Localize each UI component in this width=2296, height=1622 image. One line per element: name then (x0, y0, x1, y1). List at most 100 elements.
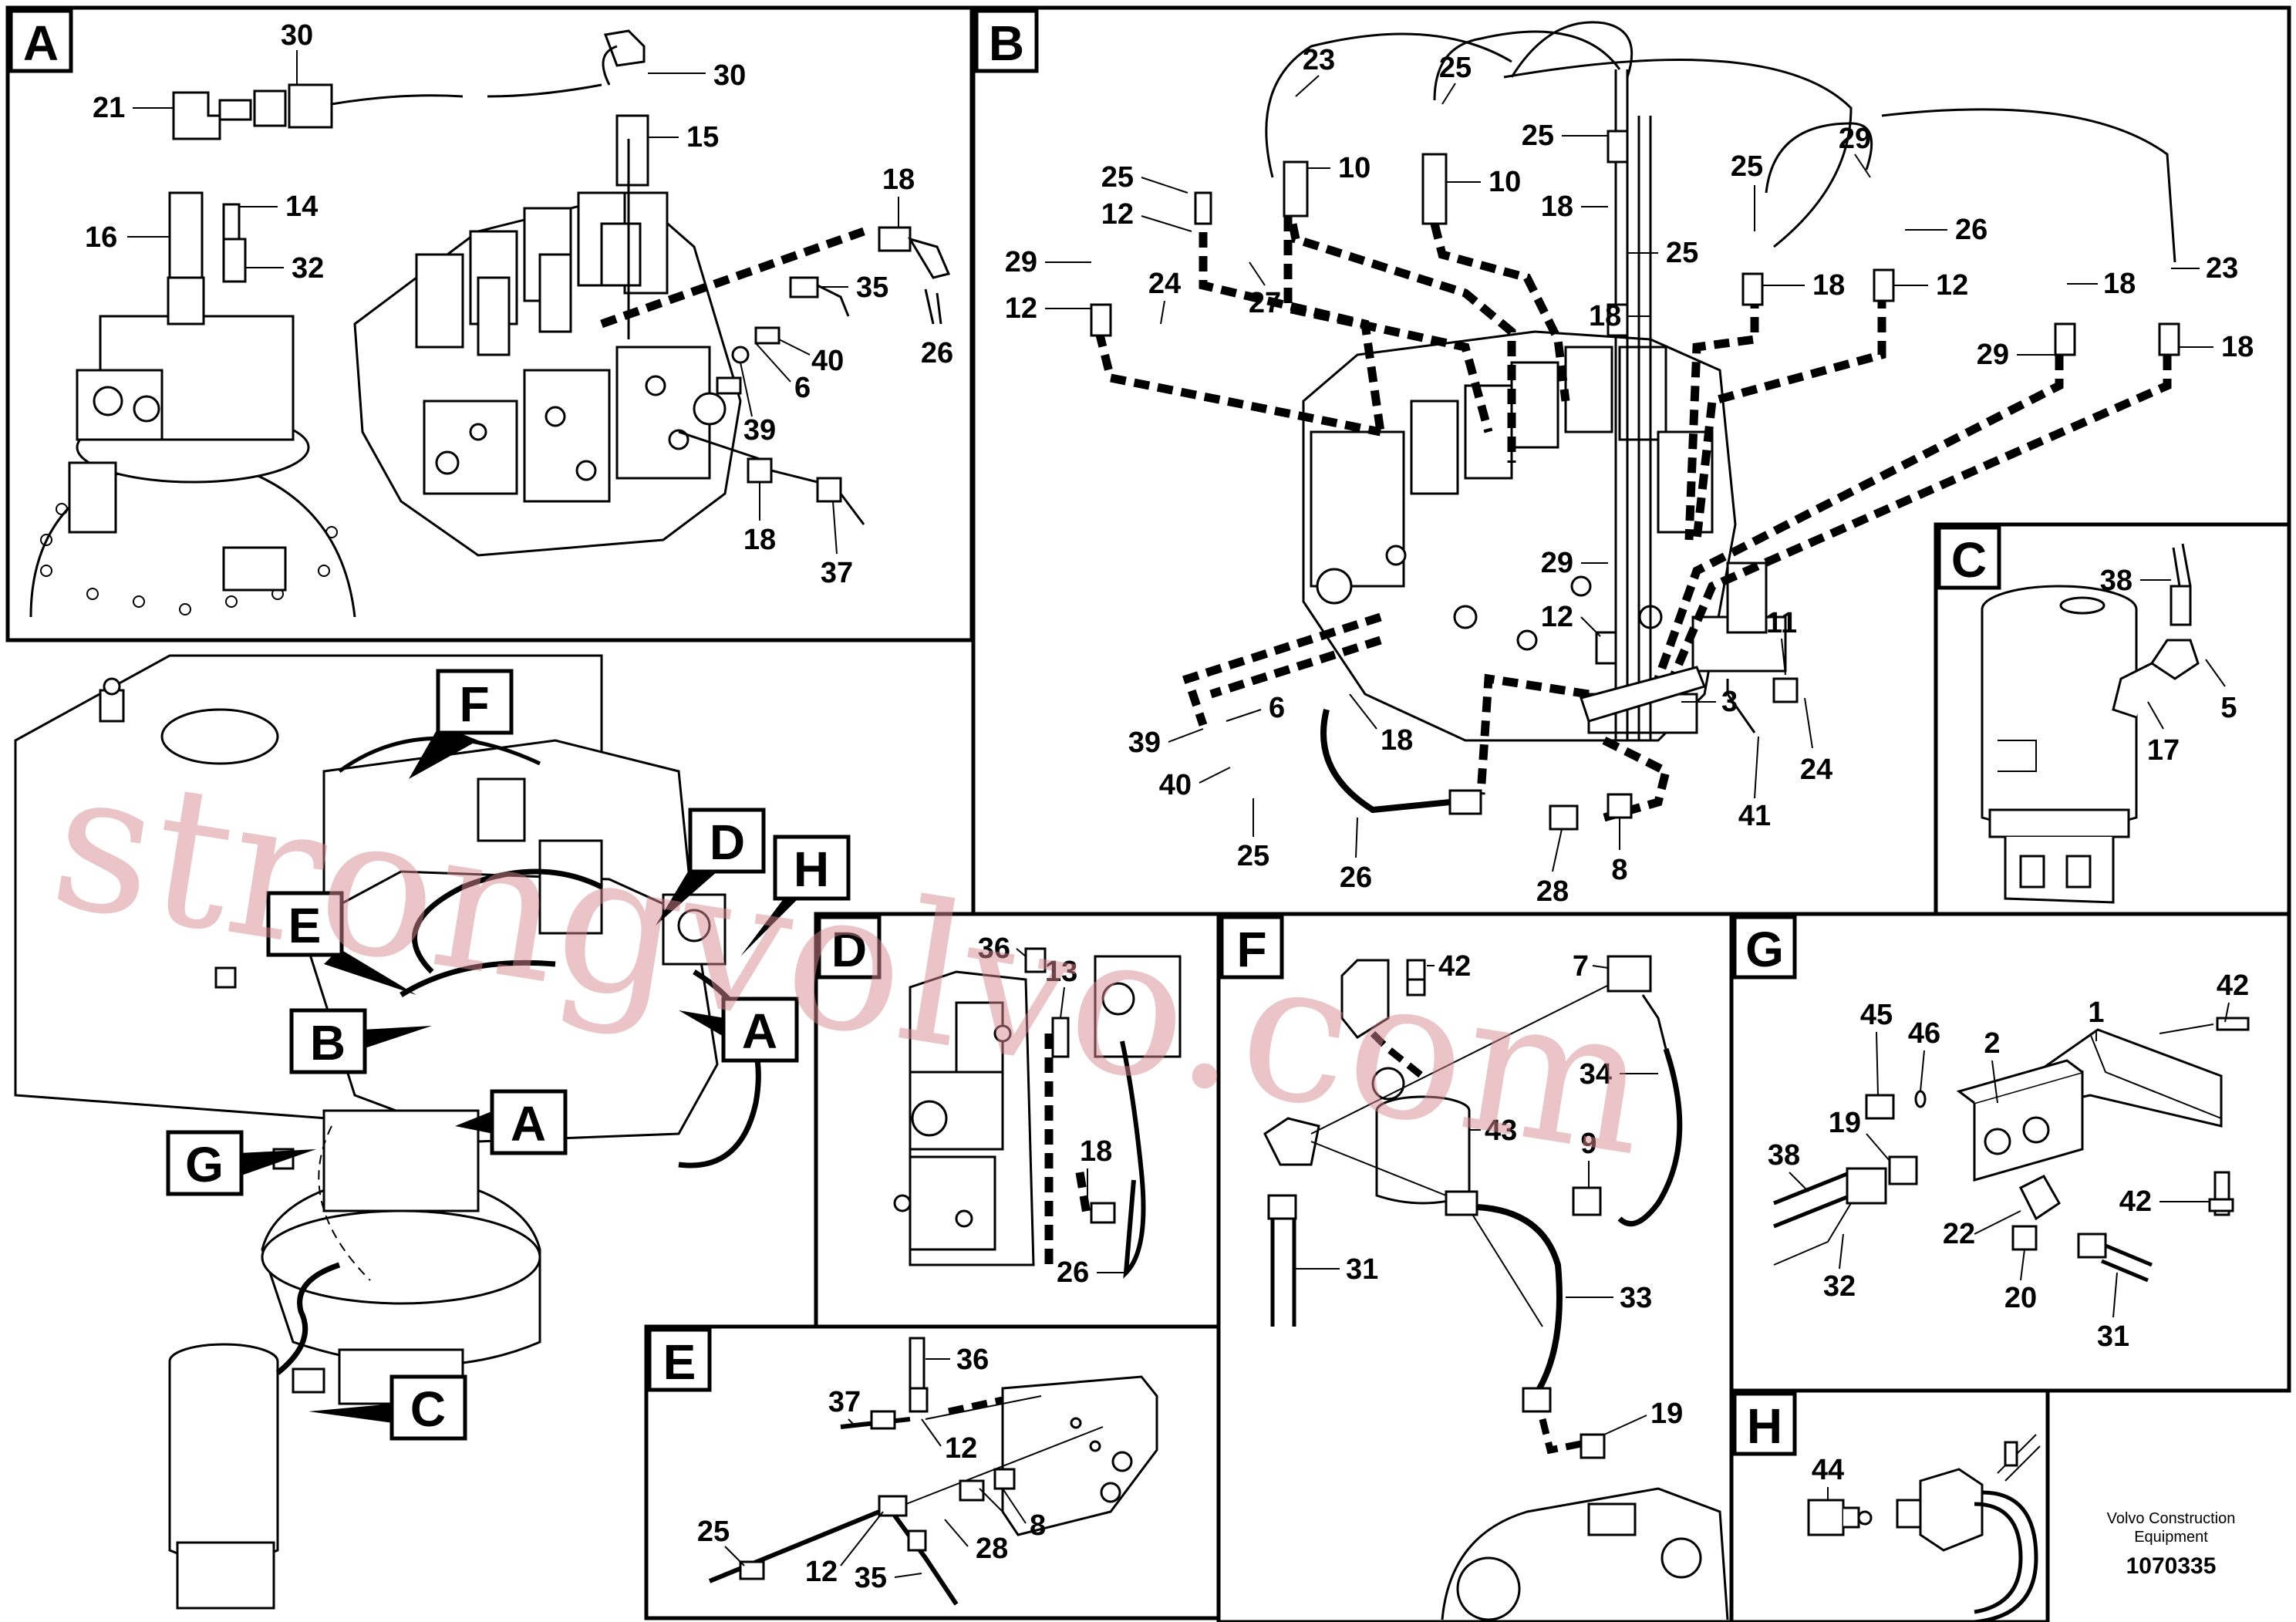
overview-drawing (14, 654, 761, 1610)
panel-a-callouts: 30 30 21 15 14 16 32 18 35 6 40 26 39 18… (85, 19, 953, 589)
callout: 10 (1338, 152, 1371, 184)
callout: 26 (1340, 862, 1372, 894)
panel-e-callouts: 36 37 12 25 8 12 28 35 (697, 1344, 1046, 1594)
callout: 46 (1908, 1017, 1940, 1050)
callout: 6 (1269, 692, 1285, 724)
callout: 39 (743, 414, 776, 447)
callout: 18 (1080, 1135, 1112, 1168)
callout: 18 (1381, 724, 1413, 757)
callout: 15 (686, 121, 719, 153)
callout: 11 (1766, 607, 1797, 639)
overview-tag-h: H (794, 841, 829, 897)
callout: 7 (1573, 950, 1589, 983)
title-block: Volvo Construction Equipment 1070335 (2107, 1510, 2236, 1579)
callout: 34 (1580, 1058, 1612, 1091)
callout: 31 (1346, 1253, 1378, 1286)
watermark: strongvolvo.com (39, 726, 1664, 1199)
callout: 28 (1536, 875, 1569, 908)
callout: 18 (1812, 269, 1845, 302)
callout: 33 (1620, 1282, 1652, 1314)
callout: 26 (1057, 1256, 1089, 1289)
callout: 27 (1249, 287, 1281, 319)
callout: 30 (281, 19, 313, 52)
callout: 24 (1800, 754, 1832, 786)
callout: 43 (1485, 1114, 1517, 1147)
callout: 19 (1650, 1398, 1683, 1430)
callout: 18 (1541, 191, 1573, 223)
callout: 12 (1936, 269, 1968, 302)
panel-g-callouts: 42 1 45 46 2 19 38 42 22 32 20 31 (1768, 969, 2249, 1353)
callout: 29 (1541, 547, 1573, 579)
callout: 16 (85, 221, 117, 254)
callout: 23 (2206, 252, 2238, 285)
callout: 6 (794, 372, 811, 404)
callout: 12 (1541, 601, 1573, 633)
callout: 2 (1984, 1027, 2000, 1060)
callout: 25 (1731, 150, 1763, 183)
callout: 39 (1128, 727, 1161, 759)
callout: 26 (1955, 214, 1988, 246)
panel-e-letter: E (663, 1334, 696, 1390)
callout: 32 (292, 252, 324, 285)
callout: 19 (1829, 1107, 1861, 1139)
overview-tag-b: B (310, 1015, 346, 1071)
callout: 24 (1148, 268, 1181, 300)
panel-e-drawing (708, 1337, 1158, 1606)
callout: 44 (1812, 1454, 1844, 1486)
panel-f-drawing (1263, 955, 1729, 1621)
callout: 42 (1438, 950, 1471, 983)
callout: 40 (811, 345, 844, 377)
panel-b-callouts: 23 25 25 10 10 25 18 25 12 29 27 25 29 1… (1005, 44, 2254, 908)
callout: 38 (2100, 565, 2132, 597)
callout: 28 (976, 1533, 1008, 1565)
callout: 10 (1489, 166, 1521, 198)
panel-f-letter: F (1236, 922, 1266, 977)
callout: 18 (882, 164, 915, 196)
callout: 25 (697, 1516, 730, 1548)
overview-tag-a: A (511, 1096, 546, 1152)
callout: 29 (1839, 123, 1871, 155)
callout: 17 (2147, 734, 2180, 767)
callout: 3 (1721, 686, 1738, 718)
callout: 36 (956, 1344, 989, 1376)
callout: 38 (1768, 1139, 1800, 1172)
callout: 12 (1005, 292, 1037, 325)
callout: 18 (743, 524, 776, 556)
callout: 42 (2119, 1185, 2152, 1218)
panel-b-drawing (1090, 21, 2180, 831)
panel-h-letter: H (1747, 1398, 1782, 1454)
callout: 31 (2097, 1320, 2129, 1353)
callout: 13 (1045, 956, 1077, 988)
panel-g-letter: G (1745, 922, 1784, 977)
panel-d-drawing (893, 947, 1182, 1279)
overview-tags: F D H E A B A G C (166, 669, 851, 1441)
panel-letter-tags: A B C D E F G H (8, 8, 2001, 1456)
callout: 22 (1943, 1218, 1975, 1250)
callout: 32 (1823, 1270, 1856, 1303)
panel-f-callouts: 42 7 43 34 9 31 33 19 (1296, 950, 1683, 1435)
callout: 35 (855, 1562, 887, 1594)
panel-a-letter: A (23, 15, 59, 71)
panel-d-letter: D (831, 922, 867, 977)
overview-tag-f: F (459, 676, 489, 732)
panel-c-callouts: 38 5 17 (2100, 565, 2237, 767)
drawing-number: 1070335 (2126, 1553, 2217, 1579)
callout: 8 (1030, 1509, 1046, 1542)
callout: 37 (821, 557, 853, 589)
callout: 25 (1237, 840, 1269, 872)
callout: 30 (713, 59, 746, 92)
company-name: Volvo Construction (2107, 1510, 2236, 1527)
panel-frames (5, 5, 2291, 1622)
panel-c-drawing (1981, 543, 2200, 904)
callout: 18 (1589, 300, 1621, 332)
callout: 23 (1303, 44, 1335, 76)
overview-tag-d: D (710, 814, 745, 870)
overview-tag-g: G (185, 1137, 224, 1192)
callout: 25 (1522, 120, 1554, 152)
callout: 29 (1005, 246, 1037, 278)
callout: 25 (1666, 237, 1698, 269)
callout: 12 (945, 1432, 977, 1465)
panel-a-drawing (29, 29, 951, 618)
callout: 26 (921, 337, 953, 369)
